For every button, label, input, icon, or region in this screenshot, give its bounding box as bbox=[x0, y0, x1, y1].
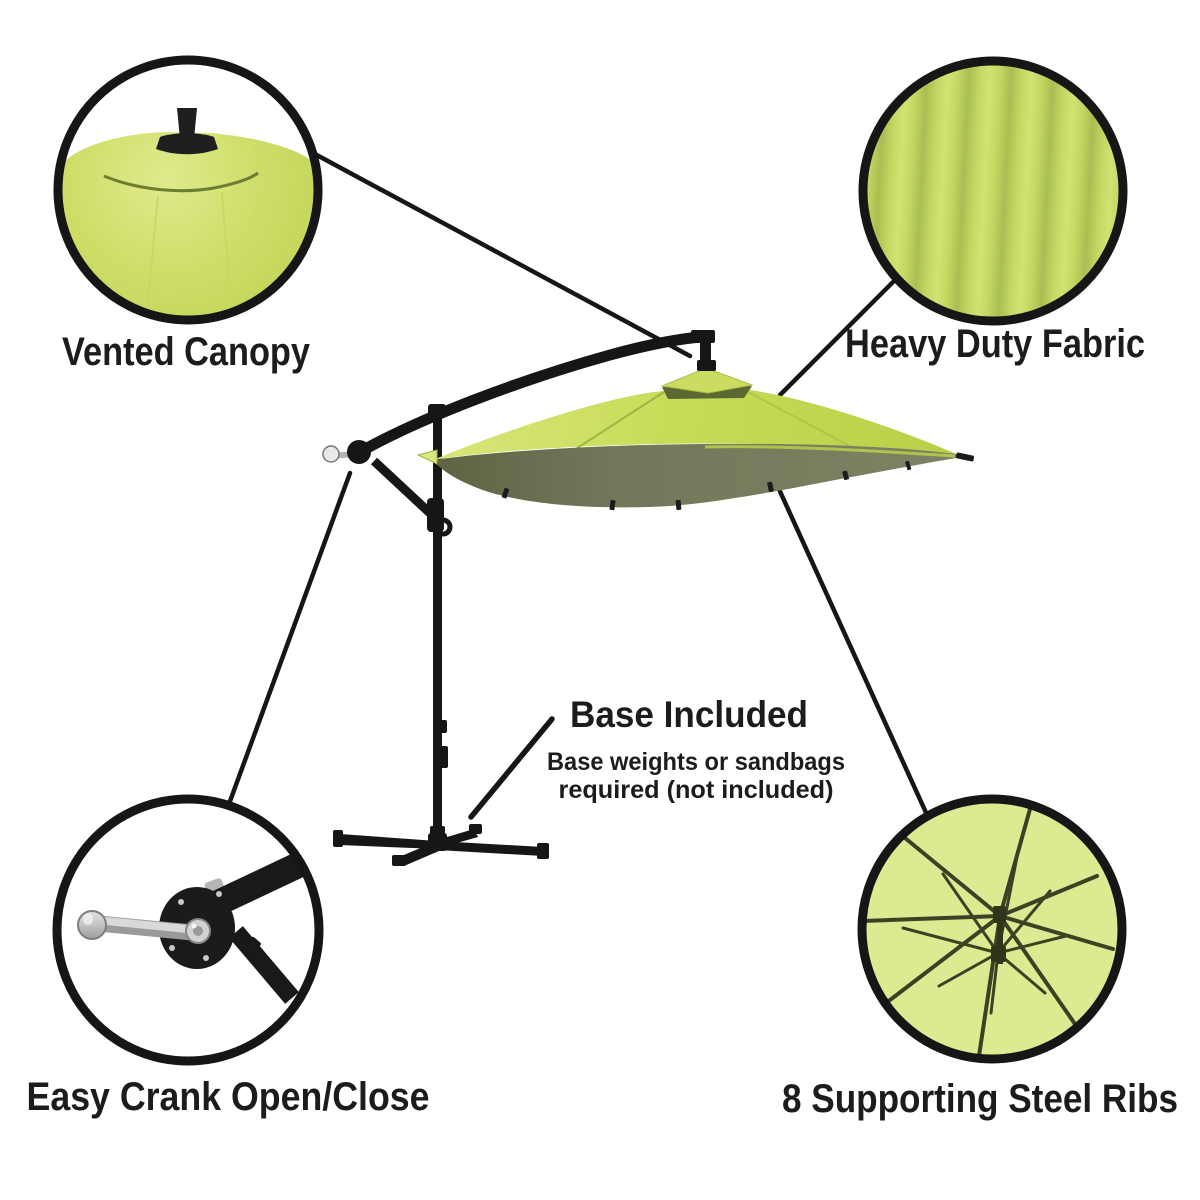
inset-circle-border bbox=[52, 794, 324, 1066]
vented-canopy-closeup bbox=[62, 108, 314, 316]
steel-rib bbox=[866, 914, 1002, 923]
rib-tip-nubs bbox=[501, 452, 975, 511]
steel-rib bbox=[903, 836, 1002, 918]
hub-post bbox=[997, 906, 1003, 964]
inset-circle-border bbox=[858, 56, 1128, 326]
umbrella-canopy bbox=[416, 360, 975, 511]
base-note-line2: required (not included) bbox=[559, 776, 834, 804]
rib-strut bbox=[996, 889, 1052, 955]
rib-struts bbox=[901, 855, 1068, 1015]
rib-tip-nub bbox=[675, 499, 682, 511]
base-note-title: Base Included bbox=[570, 694, 808, 735]
rib-tip-nub bbox=[609, 499, 616, 511]
base-leg-cap bbox=[392, 855, 406, 866]
rib-strut bbox=[901, 926, 1000, 955]
hub-screws bbox=[169, 891, 222, 961]
rib-tip-nub bbox=[767, 481, 774, 493]
base-leg-cap bbox=[537, 843, 549, 859]
callout-line-heavy-duty-fabric bbox=[777, 278, 897, 398]
base-leg-right bbox=[437, 841, 543, 856]
steel-rib bbox=[977, 914, 1002, 1055]
callout-line-steel-ribs bbox=[770, 473, 931, 820]
hub-screw bbox=[203, 955, 209, 961]
rib-center-hub bbox=[991, 906, 1006, 964]
hanger-pole bbox=[700, 338, 711, 366]
crank-closeup bbox=[77, 838, 315, 1004]
rib-tip-nub bbox=[842, 470, 849, 481]
steel-rib bbox=[998, 914, 1115, 951]
rib-strut bbox=[989, 951, 1000, 1015]
ribs-inset: 8 Supporting Steel Ribs bbox=[782, 794, 1178, 1121]
pole-lower-arm bbox=[229, 926, 299, 1004]
crank-boss-glint bbox=[191, 923, 197, 929]
base-hub bbox=[428, 833, 447, 851]
rib-tip-nub bbox=[905, 460, 912, 471]
hub-block-lower bbox=[991, 946, 1006, 962]
rib-tip-nub-right bbox=[955, 452, 975, 462]
canopy-top bbox=[433, 390, 963, 460]
steel-ribs-label: 8 Supporting Steel Ribs bbox=[782, 1077, 1178, 1121]
base-leg-left bbox=[340, 834, 437, 849]
inset-circle-border bbox=[53, 55, 323, 325]
pole-hardware-nub bbox=[440, 720, 447, 733]
base-leg-cap bbox=[469, 824, 482, 834]
canopy-underside bbox=[433, 443, 963, 508]
knob-glint bbox=[83, 913, 93, 925]
rib-strut bbox=[937, 951, 1000, 988]
vented-canopy-inset: Vented Canopy bbox=[53, 55, 323, 374]
lower-arm-bracket bbox=[243, 936, 261, 956]
canopy-left-tip bbox=[416, 449, 438, 465]
base-leg-back bbox=[437, 829, 478, 848]
rib-strut bbox=[996, 934, 1068, 955]
umbrella-illustration bbox=[322, 330, 975, 866]
hub-screw bbox=[178, 899, 184, 905]
callout-line-easy-crank bbox=[226, 470, 353, 807]
callout-line-base bbox=[468, 716, 555, 820]
vented-canopy-label: Vented Canopy bbox=[62, 330, 311, 374]
heavy-duty-fabric-label: Heavy Duty Fabric bbox=[845, 322, 1145, 366]
pole-hardware-nub bbox=[440, 746, 448, 768]
base-note-line1: Base weights or sandbags bbox=[547, 748, 845, 776]
hub-screw bbox=[216, 891, 222, 897]
callout-line-vented-canopy bbox=[310, 150, 693, 359]
canopy-rim-highlight bbox=[704, 445, 956, 458]
crank-knob bbox=[77, 910, 107, 940]
finial-flare bbox=[156, 133, 218, 155]
crank-knob-small bbox=[322, 445, 340, 463]
crank-inset: Easy Crank Open/Close bbox=[27, 794, 430, 1119]
hub-screw bbox=[169, 945, 175, 951]
rib-tip-nub bbox=[501, 487, 510, 499]
crank-joint-ball bbox=[347, 440, 371, 464]
ribs-closeup bbox=[866, 803, 1115, 1055]
canopy-vent-cap bbox=[660, 367, 754, 394]
umbrella-pole bbox=[433, 410, 442, 844]
clamp-hook bbox=[433, 517, 453, 537]
hub-block-upper bbox=[993, 906, 1006, 923]
cross-base bbox=[333, 824, 549, 866]
easy-crank-label: Easy Crank Open/Close bbox=[27, 1075, 430, 1119]
finial-stem bbox=[177, 108, 197, 139]
fabric-texture bbox=[867, 65, 1119, 317]
canopy-hub bbox=[697, 360, 716, 371]
rib-strut bbox=[941, 872, 1000, 955]
crank-boss-center bbox=[193, 926, 203, 936]
inset-circle-border bbox=[857, 794, 1127, 1064]
fabric-inset: Heavy Duty Fabric bbox=[845, 56, 1145, 366]
base-leg-cap bbox=[333, 830, 343, 847]
dome-panel-seam bbox=[221, 191, 233, 316]
base-note: Base Included Base weights or sandbags r… bbox=[547, 694, 845, 804]
callout-lines bbox=[226, 150, 931, 820]
vent-arc bbox=[103, 171, 259, 193]
support-brace bbox=[370, 457, 436, 519]
cantilever-arm bbox=[357, 331, 701, 457]
dome-panel-seam bbox=[145, 195, 159, 316]
canopy-dome bbox=[62, 132, 314, 316]
steel-rib bbox=[998, 874, 1099, 918]
base-pole-socket bbox=[430, 826, 445, 836]
